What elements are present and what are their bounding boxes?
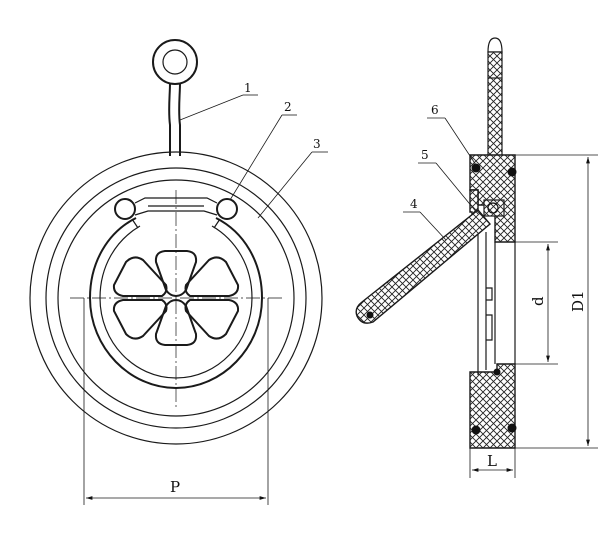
o-ring-top-left bbox=[471, 163, 481, 173]
side-view: L d D1 4 5 6 bbox=[355, 37, 598, 478]
callout-1-label: 1 bbox=[244, 81, 252, 95]
outer-ring-inner bbox=[45, 167, 307, 429]
dimension-d1-label: D1 bbox=[569, 290, 587, 312]
o-ring-top-right bbox=[507, 167, 517, 177]
body-lower-section bbox=[469, 363, 516, 449]
callout-3-label: 3 bbox=[313, 137, 321, 151]
dimension-d1: D1 bbox=[515, 154, 598, 449]
o-ring-seat-bottom bbox=[493, 368, 501, 376]
dimension-l-label: L bbox=[487, 452, 497, 470]
dimension-d: d bbox=[515, 241, 558, 365]
o-ring-bottom-left bbox=[471, 425, 481, 435]
o-ring-bottom-right bbox=[507, 423, 517, 433]
callout-6: 6 bbox=[427, 103, 477, 166]
dimension-l: L bbox=[469, 448, 516, 478]
lifting-eye-section bbox=[487, 37, 503, 158]
callout-5: 5 bbox=[418, 148, 479, 215]
open-disc-section bbox=[355, 209, 491, 324]
dimension-p-label: P bbox=[170, 478, 180, 496]
callout-1: 1 bbox=[179, 81, 258, 121]
dimension-p: P bbox=[83, 298, 269, 505]
outer-ring bbox=[29, 151, 323, 445]
callout-4: 4 bbox=[403, 197, 447, 241]
callout-4-label: 4 bbox=[410, 197, 418, 211]
callout-6-label: 6 bbox=[431, 103, 439, 117]
seal-ring bbox=[57, 179, 295, 417]
callout-5-label: 5 bbox=[421, 148, 429, 162]
front-view: P 1 2 3 bbox=[29, 39, 328, 505]
callout-2: 2 bbox=[229, 100, 297, 201]
hinge-pin bbox=[483, 199, 505, 217]
lifting-eye bbox=[152, 39, 198, 156]
hinge bbox=[114, 197, 238, 229]
callout-2-label: 2 bbox=[284, 100, 292, 114]
dimension-d-label: d bbox=[529, 296, 547, 306]
callout-3: 3 bbox=[257, 137, 328, 219]
